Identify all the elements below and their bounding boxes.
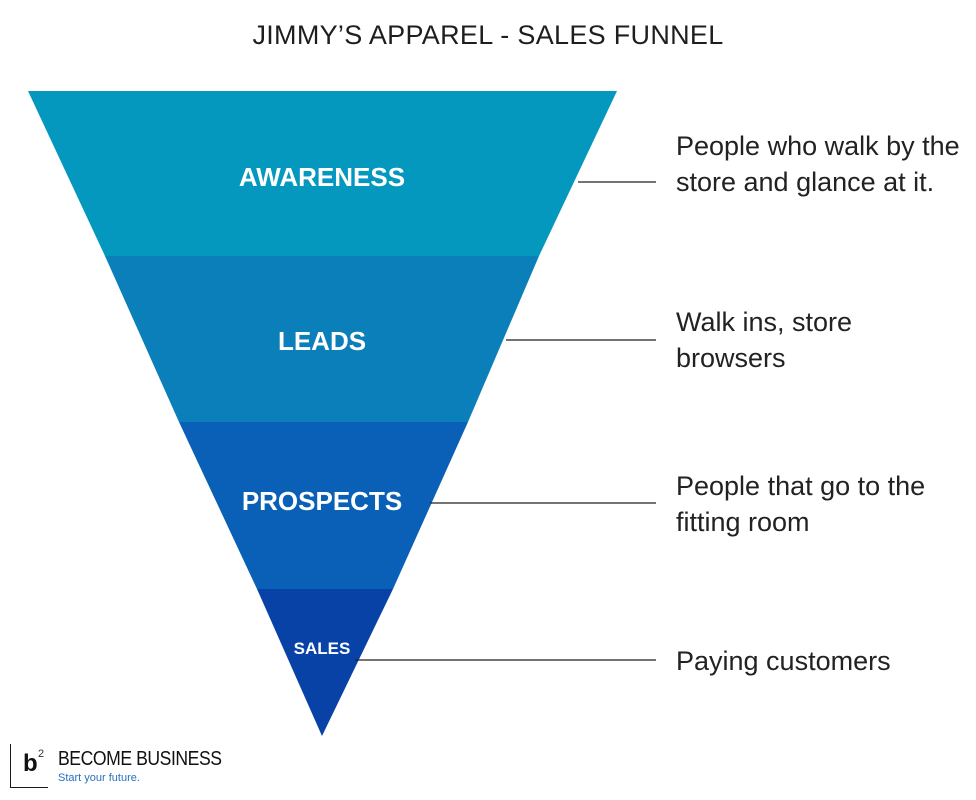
funnel-band-sales	[257, 589, 393, 736]
page-title: JIMMY’S APPAREL - SALES FUNNEL	[252, 20, 724, 50]
funnel-band-leads	[105, 256, 539, 422]
stage-label-prospects: PROSPECTS	[242, 486, 402, 516]
funnel-band-awareness	[28, 91, 617, 256]
stage-label-awareness: AWARENESS	[239, 162, 405, 192]
stage-label-leads: LEADS	[278, 326, 366, 356]
logo-name: BECOME BUSINESS	[58, 748, 222, 770]
logo-tagline: Start your future.	[58, 772, 140, 784]
logo-superscript: 2	[38, 748, 45, 760]
logo-mark: b	[23, 750, 38, 777]
logo-frame	[10, 744, 48, 788]
become-business-logo: b 2 BECOME BUSINESS Start your future.	[10, 744, 222, 790]
stage-description-leads: Walk ins, store browsers	[676, 307, 853, 373]
stage-description-sales: Paying customers	[676, 646, 891, 676]
stage-description-awareness: People who walk by the store and glance …	[676, 131, 960, 197]
stage-label-sales: SALES	[294, 639, 351, 658]
funnel-band-prospects	[179, 422, 468, 589]
stage-description-prospects: People that go to the fitting room	[676, 471, 926, 537]
